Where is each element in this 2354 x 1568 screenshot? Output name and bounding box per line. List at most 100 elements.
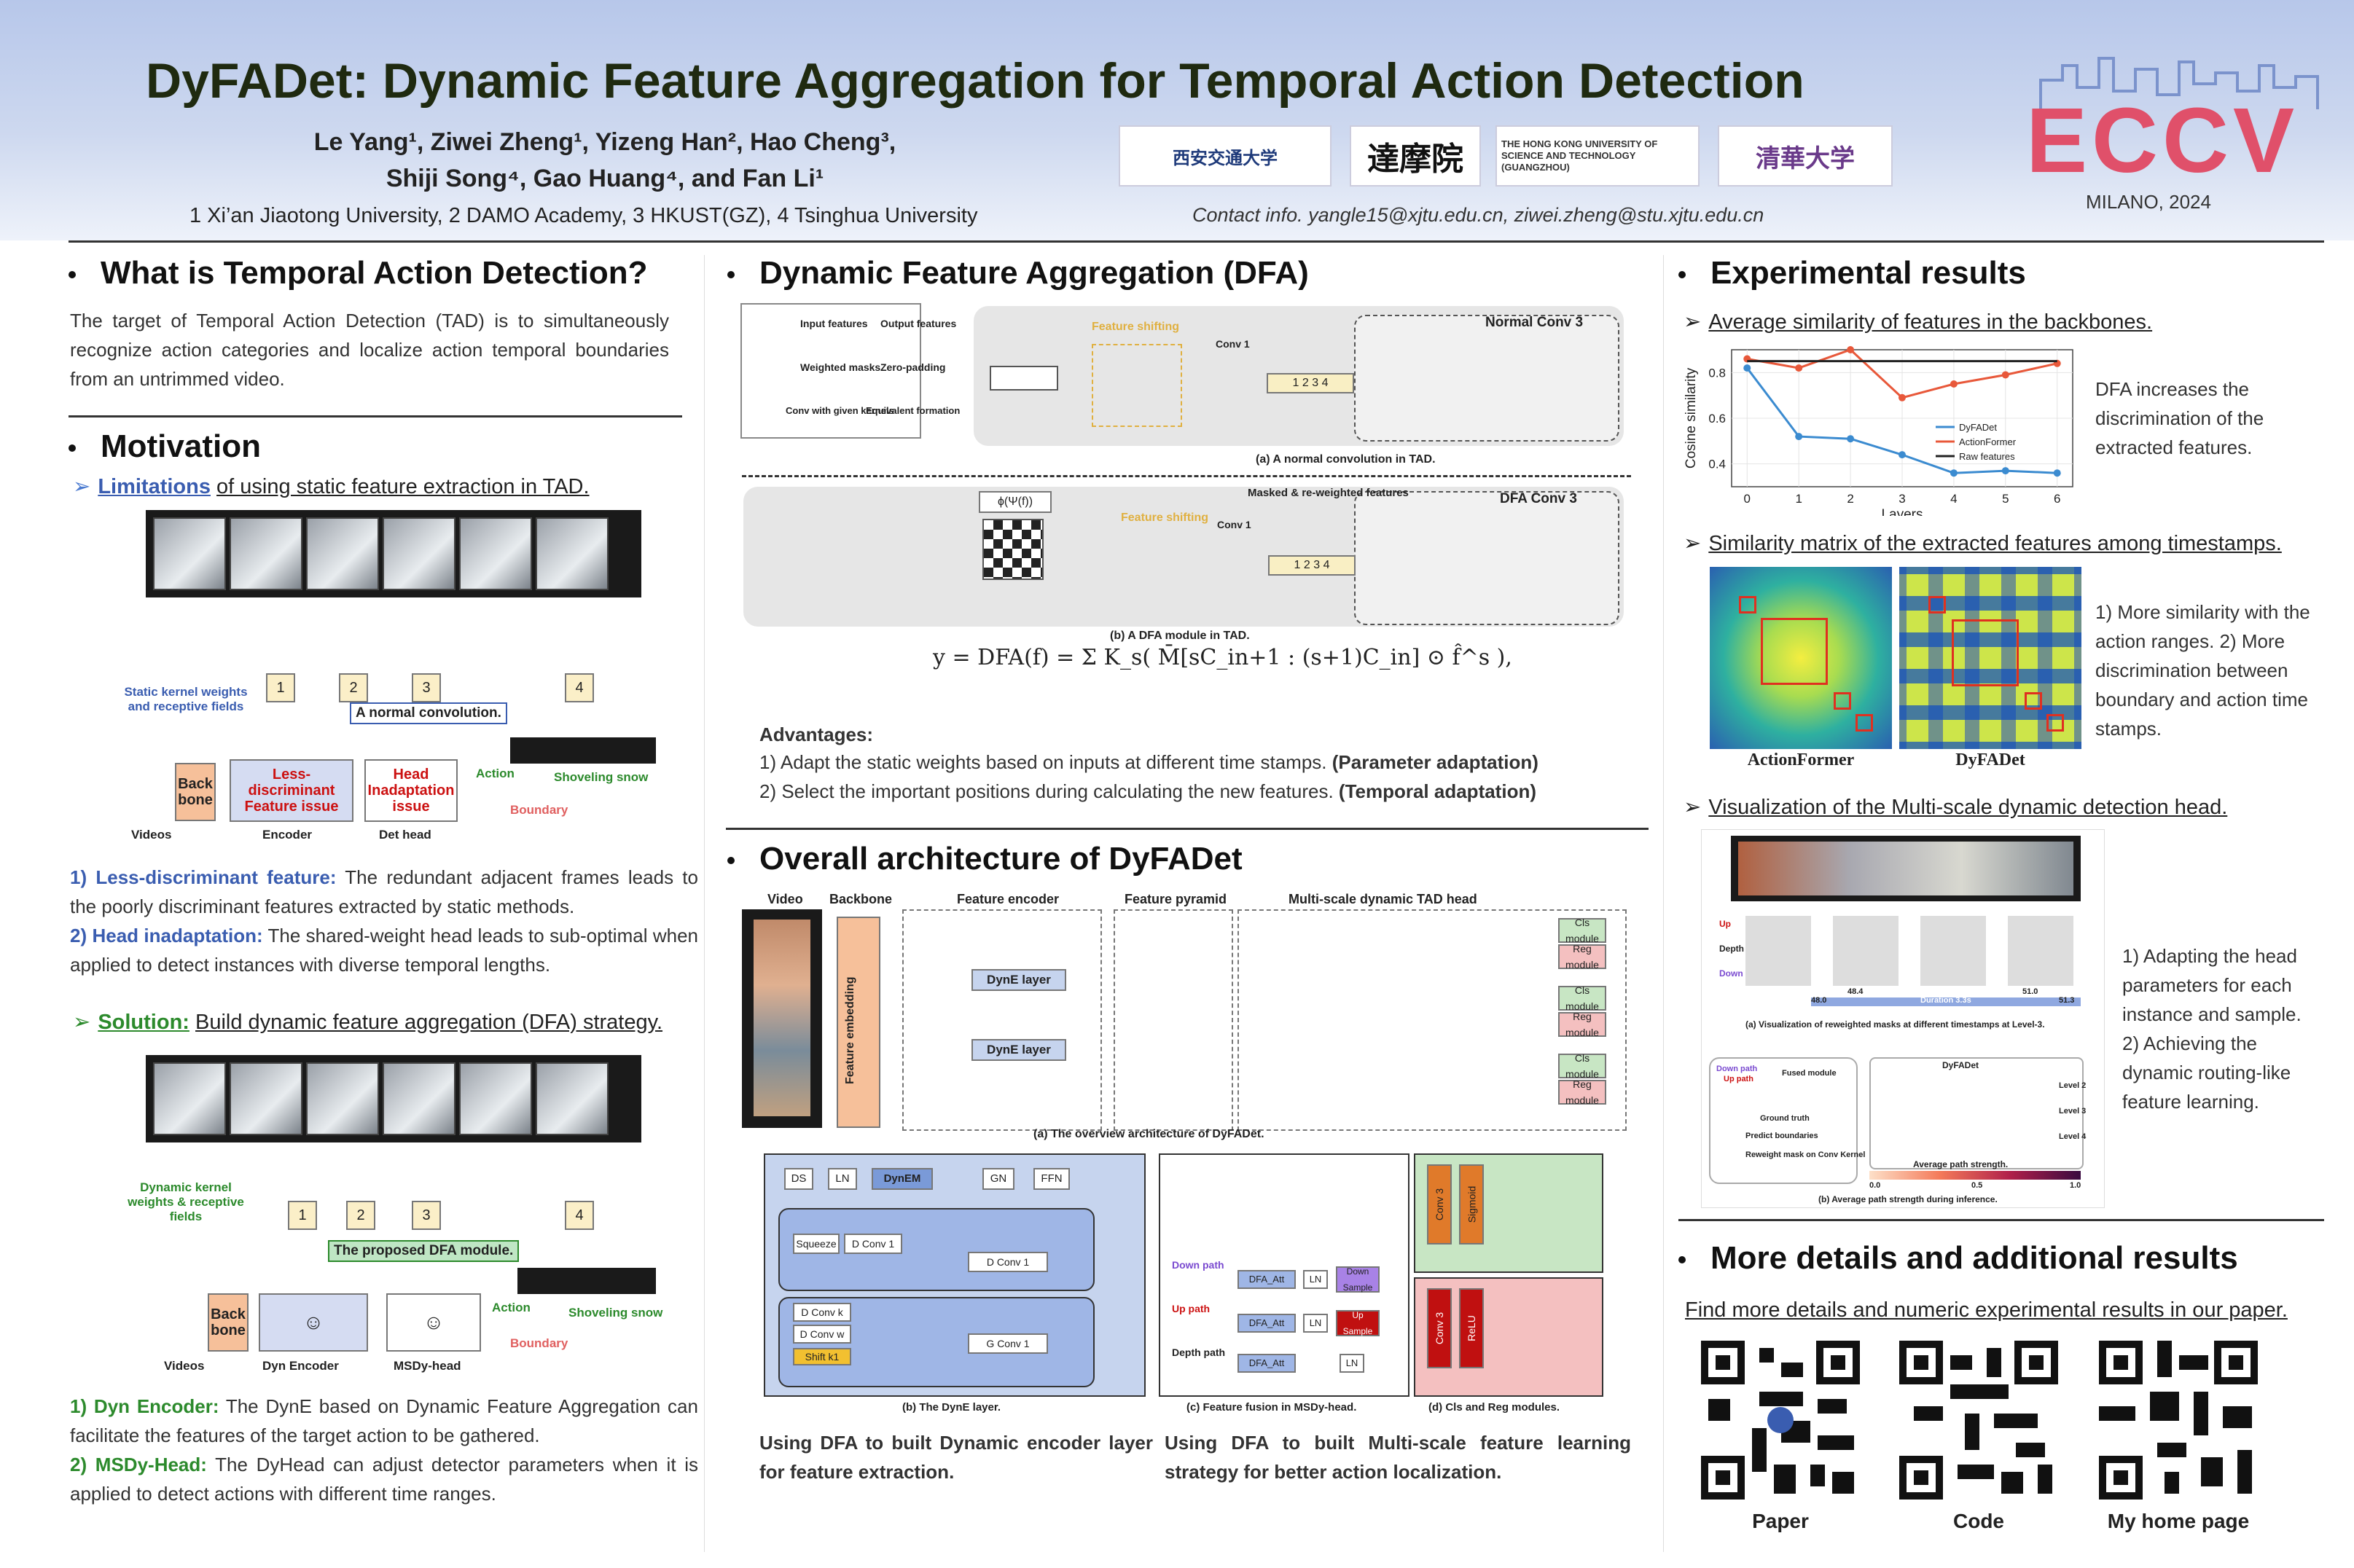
level-2-label: Level 2 — [2059, 1081, 2087, 1090]
affiliations: 1 Xi’an Jiaotong University, 2 DAMO Acad… — [189, 204, 978, 227]
limitations-rest: of using static feature extraction in TA… — [216, 475, 590, 498]
legend-output: Output features — [880, 318, 957, 329]
pyramid-box — [1114, 909, 1233, 1131]
data-point — [1899, 451, 1906, 459]
x-tick-label: 0 — [1744, 492, 1751, 506]
eccv-skyline-graphic — [2039, 57, 2319, 109]
experimental-heading-text: Experimental results — [1710, 255, 2026, 291]
feature-embedding-label: Feature embedding — [844, 976, 856, 1084]
path-strength-diagram — [1869, 1057, 2084, 1169]
xjtu-logo: 西安交通大学 — [1119, 125, 1332, 187]
video-frame — [536, 1062, 609, 1135]
visualization-subheading: ➢Visualization of the Multi-scale dynami… — [1684, 794, 2227, 820]
dyfadet-label: DyFADet — [1955, 750, 2025, 769]
x-tick-label: 5 — [2002, 492, 2009, 506]
down-sample-block: Down Sample — [1336, 1266, 1380, 1293]
middle-divider — [726, 828, 1649, 830]
duration-label: Duration 3.3s — [1920, 996, 1971, 1005]
bullet-icon — [69, 444, 76, 452]
dfa-formula: y = DFA(f) = Σ K_s( M̄[sC_in+1 : (s+1)C_… — [933, 645, 1512, 670]
ln-block-1: LN — [1303, 1270, 1328, 1289]
dfa-module-caption: (b) A DFA module in TAD. — [1110, 630, 1250, 642]
reweighted-masks-caption: (a) Visualization of reweighted masks at… — [1745, 1019, 2045, 1030]
tad-heading-text: What is Temporal Action Detection? — [101, 255, 648, 291]
code-qr-code[interactable] — [1899, 1341, 2058, 1500]
architecture-figure: Video Backbone Feature encoder Feature p… — [727, 887, 1649, 1425]
output-y-strip: 1 2 3 4 — [1267, 373, 1354, 393]
cls-module-2: Cls module — [1558, 984, 1606, 1012]
action-name-label: Shoveling snow — [554, 770, 649, 784]
relu-block: ReLU — [1459, 1288, 1484, 1368]
solution-subheading: ➢Solution: Build dynamic feature aggrega… — [73, 1009, 662, 1035]
column-gap-2 — [1663, 255, 1664, 1552]
data-point — [2001, 467, 2009, 475]
arrow-icon: ➢ — [1684, 796, 1702, 819]
legend-equivalent: Equivalent formation — [866, 405, 961, 416]
sigmoid-block: Sigmoid — [1459, 1164, 1484, 1244]
col-video: Video — [767, 892, 803, 906]
col-encoder: Feature encoder — [957, 892, 1060, 906]
videos-label: Videos — [131, 828, 172, 842]
duration-bar — [1811, 997, 2081, 1006]
data-point — [1743, 364, 1751, 372]
input-feature-strip — [990, 366, 1058, 391]
point-1: 1) Less-discriminant feature: The redund… — [70, 863, 698, 921]
msdy-head-label: MSDy-head — [394, 1359, 461, 1373]
limitations-label: Limitations — [98, 475, 211, 498]
up-row-label: Up — [1719, 919, 1731, 929]
feature-cube-3: 3 — [412, 673, 441, 702]
matrix-subheading: ➢Similarity matrix of the extracted feat… — [1684, 530, 2282, 556]
qr-icon — [1899, 1341, 2058, 1500]
point-4-label: 2) MSDy-Head: — [70, 1454, 207, 1475]
colorbar-mid: 0.5 — [1971, 1181, 1983, 1190]
limitations-subheading: ➢ Limitations of using static feature ext… — [73, 474, 590, 499]
point-2-label: 2) Head inadaptation: — [70, 925, 263, 946]
arrow-icon: ➢ — [73, 475, 91, 498]
video-frame — [306, 1062, 379, 1135]
video-frames — [754, 920, 810, 1116]
qr-icon — [1701, 1341, 1860, 1500]
matrix-note: 1) More similarity with the action range… — [2095, 601, 2310, 740]
feature-cube-4: 4 — [565, 673, 594, 702]
d-conv-w-block: D Conv w — [793, 1325, 851, 1344]
homepage-qr-code[interactable] — [2099, 1341, 2258, 1500]
legend-label: Raw features — [1959, 451, 2015, 462]
timeline-strip — [517, 1268, 656, 1294]
contact-info: Contact info. yangle15@xjtu.edu.cn, ziwe… — [1192, 204, 1764, 226]
time-end-label: 51.3 — [2059, 996, 2075, 1005]
column-gap-1 — [704, 255, 705, 1552]
masked-features-label: Masked & re-weighted features — [1248, 487, 1409, 499]
limitations-figure: 1 2 3 4 Static kernel weights and recept… — [117, 504, 670, 844]
similarity-subheading: ➢Average similarity of features in the b… — [1684, 309, 2152, 334]
feature-cube-3: 3 — [412, 1201, 441, 1230]
dyfadet-similarity-matrix — [1899, 567, 2081, 749]
matrix-subheading-text: Similarity matrix of the extracted featu… — [1708, 532, 2282, 555]
static-kernel-caption: Static kernel weights and receptive fiel… — [124, 685, 248, 713]
feature-shifting-label: Feature shifting — [1092, 321, 1180, 333]
hkust-gz-logo: THE HONG KONG UNIVERSITY OF SCIENCE AND … — [1495, 125, 1700, 187]
authors: Le Yang¹, Ziwei Zheng¹, Yizeng Han², Hao… — [292, 124, 918, 197]
bullet-icon — [727, 857, 735, 865]
paper-qr-code[interactable] — [1701, 1341, 1860, 1500]
actionformer-similarity-matrix — [1710, 567, 1892, 749]
mask-grid — [982, 519, 1044, 580]
data-point — [1795, 433, 1803, 441]
bullet-icon — [69, 271, 76, 279]
x-tick-label: 2 — [1847, 492, 1853, 506]
dyn-encoder-block: ☺ — [259, 1293, 368, 1352]
data-point — [1847, 346, 1855, 353]
normal-conv-caption: (a) A normal convolution in TAD. — [1256, 453, 1436, 466]
less-discriminant-block: Less-discriminant Feature issue — [230, 759, 353, 822]
dfa-legend: Input features Output features Weighted … — [740, 303, 960, 439]
reg-conv3-block: Conv 3 — [1427, 1288, 1452, 1368]
cls-module-1: Cls module — [1558, 917, 1606, 944]
tsinghua-logo-text: 清華大学 — [1756, 144, 1855, 173]
feature-shifting-label-2: Feature shifting — [1121, 511, 1209, 524]
video-frames — [1738, 842, 2073, 895]
arrow-icon: ➢ — [1684, 310, 1702, 334]
feature-embedding-block — [837, 917, 880, 1128]
matrix-highlight — [1928, 596, 1946, 614]
authors-line-2: Shiji Song⁴, Gao Huang⁴, and Fan Li¹ — [386, 165, 824, 192]
backbone-block: Back bone — [175, 763, 216, 821]
